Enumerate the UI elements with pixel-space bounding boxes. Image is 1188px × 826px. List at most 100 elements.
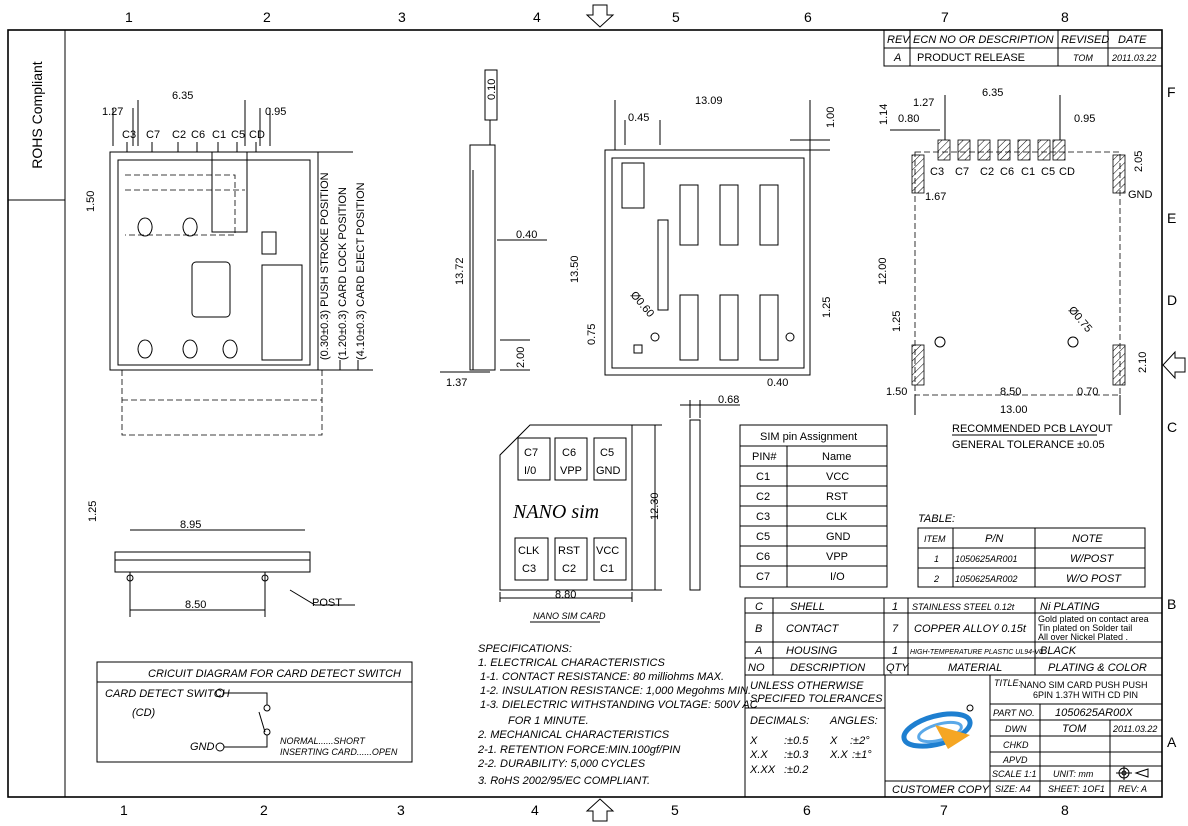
svg-text:COPPER ALLOY 0.15t: COPPER ALLOY 0.15t <box>914 623 1027 635</box>
plating-line: Tin plated on Solder tail <box>1038 623 1132 633</box>
svg-text:SHELL: SHELL <box>790 601 825 613</box>
svg-text:1.25: 1.25 <box>87 501 99 522</box>
svg-text:4: 4 <box>533 9 541 25</box>
svg-text:SPECIFED TOLERANCES: SPECIFED TOLERANCES <box>750 693 883 705</box>
svg-text:FOR 1 MINUTE.: FOR 1 MINUTE. <box>508 715 589 727</box>
svg-text:GND: GND <box>190 741 215 753</box>
svg-text:C3: C3 <box>756 511 770 523</box>
svg-text:DESCRIPTION: DESCRIPTION <box>790 662 865 674</box>
svg-text:1.25: 1.25 <box>891 311 903 332</box>
svg-text:D: D <box>1167 292 1177 308</box>
svg-text:1: 1 <box>892 601 898 613</box>
svg-text:C6: C6 <box>756 551 770 563</box>
svg-text:C7: C7 <box>756 571 770 583</box>
svg-text:8.50: 8.50 <box>1000 386 1021 398</box>
svg-text:7: 7 <box>941 9 949 25</box>
svg-text:5: 5 <box>672 9 680 25</box>
svg-text:PIN#: PIN# <box>752 451 777 463</box>
svg-text:C2: C2 <box>980 166 994 178</box>
svg-text:X: X <box>749 735 758 747</box>
svg-text:C1: C1 <box>600 563 614 575</box>
svg-text:RST: RST <box>558 545 580 557</box>
svg-text:X: X <box>829 735 838 747</box>
svg-text:3: 3 <box>398 9 406 25</box>
svg-text:C: C <box>755 601 763 613</box>
svg-text:1.37: 1.37 <box>446 377 467 389</box>
svg-text:NORMAL......SHORT: NORMAL......SHORT <box>280 736 366 746</box>
svg-text:CONTACT: CONTACT <box>786 623 840 635</box>
svg-text:VCC: VCC <box>596 545 619 557</box>
svg-text:6: 6 <box>804 9 812 25</box>
svg-text:12.00: 12.00 <box>877 257 889 285</box>
svg-text:0.80: 0.80 <box>898 113 919 125</box>
svg-text:C2: C2 <box>756 491 770 503</box>
svg-text:DWN: DWN <box>1005 724 1027 734</box>
svg-text::±0.2: :±0.2 <box>784 764 808 776</box>
svg-text:1: 1 <box>125 9 133 25</box>
svg-text:7: 7 <box>892 623 899 635</box>
svg-text:C6: C6 <box>1000 166 1014 178</box>
svg-text:2.00: 2.00 <box>515 347 527 368</box>
svg-text:PLATING & COLOR: PLATING & COLOR <box>1048 662 1147 674</box>
bottom-view: 1.25 8.958.50 POST <box>87 501 355 617</box>
svg-text:CRICUIT DIAGRAM FOR CARD DETEC: CRICUIT DIAGRAM FOR CARD DETECT SWITCH <box>148 668 401 680</box>
company-logo <box>901 704 974 749</box>
svg-text:B: B <box>1167 596 1176 612</box>
svg-text:2-1. RETENTION FORCE:MIN.100gf: 2-1. RETENTION FORCE:MIN.100gf/PIN <box>477 744 680 756</box>
svg-text:SPECIFICATIONS:: SPECIFICATIONS: <box>478 643 572 655</box>
svg-text:C5: C5 <box>1041 166 1055 178</box>
svg-text:0.40: 0.40 <box>516 229 537 241</box>
svg-text:I/0: I/0 <box>524 465 536 477</box>
svg-text:REV.: REV. <box>887 34 912 46</box>
svg-text:UNLESS OTHERWISE: UNLESS OTHERWISE <box>750 680 864 692</box>
svg-text:QTY: QTY <box>886 662 909 674</box>
svg-text:1.67: 1.67 <box>925 191 946 203</box>
rohs-label: ROHS Compliant <box>29 61 45 168</box>
svg-text:DATE: DATE <box>1118 34 1147 46</box>
svg-text:8.80: 8.80 <box>555 589 576 601</box>
svg-text:C1: C1 <box>212 129 226 141</box>
svg-text:1.50: 1.50 <box>85 191 97 212</box>
svg-text:0.75: 0.75 <box>586 324 598 345</box>
svg-text:BLACK: BLACK <box>1040 645 1077 657</box>
svg-text:1.14: 1.14 <box>878 104 890 125</box>
svg-text:(4.10±0.3) CARD EJECT POSITION: (4.10±0.3) CARD EJECT POSITION <box>355 182 367 360</box>
svg-text:C2: C2 <box>562 563 576 575</box>
svg-text:TOM: TOM <box>1073 53 1093 63</box>
svg-text:1050625AR00X: 1050625AR00X <box>1055 707 1133 719</box>
svg-text:APVD: APVD <box>1002 755 1028 765</box>
svg-text:1050625AR001: 1050625AR001 <box>955 554 1018 564</box>
svg-text:13.50: 13.50 <box>569 255 581 283</box>
svg-text:(1.20±0.3) CARD LOCK POSITION: (1.20±0.3) CARD LOCK POSITION <box>337 187 349 360</box>
svg-text:PRODUCT RELEASE: PRODUCT RELEASE <box>917 52 1025 64</box>
svg-text:C1: C1 <box>756 471 770 483</box>
svg-text:0.10: 0.10 <box>486 79 498 100</box>
svg-text:1-3. DIELECTRIC WITHSTANDING V: 1-3. DIELECTRIC WITHSTANDING VOLTAGE: 50… <box>480 699 758 711</box>
svg-text:SIZE: A4: SIZE: A4 <box>995 784 1031 794</box>
svg-text:CARD DETECT SWITCH: CARD DETECT SWITCH <box>105 688 230 700</box>
svg-text:POST: POST <box>312 597 342 609</box>
svg-text:CLK: CLK <box>518 545 540 557</box>
svg-text:C7: C7 <box>524 447 538 459</box>
svg-text:1.25: 1.25 <box>821 297 833 318</box>
svg-text:X.X: X.X <box>749 749 768 761</box>
svg-text:REVISED: REVISED <box>1061 34 1109 46</box>
svg-text:CUSTOMER COPY: CUSTOMER COPY <box>892 784 990 796</box>
svg-text:VPP: VPP <box>826 551 848 563</box>
svg-text:C3: C3 <box>522 563 536 575</box>
svg-text:CLK: CLK <box>826 511 848 523</box>
svg-text:12.30: 12.30 <box>649 492 661 520</box>
svg-text:2.10: 2.10 <box>1137 352 1149 373</box>
svg-text:SHEET: 1OF1: SHEET: 1OF1 <box>1048 784 1105 794</box>
svg-text:1: 1 <box>892 645 898 657</box>
svg-text:GENERAL TOLERANCE ±0.05: GENERAL TOLERANCE ±0.05 <box>952 439 1105 451</box>
svg-text:CHKD: CHKD <box>1003 740 1029 750</box>
svg-text:1: 1 <box>934 554 939 564</box>
svg-text:B: B <box>755 623 762 635</box>
svg-text:A: A <box>893 52 901 64</box>
